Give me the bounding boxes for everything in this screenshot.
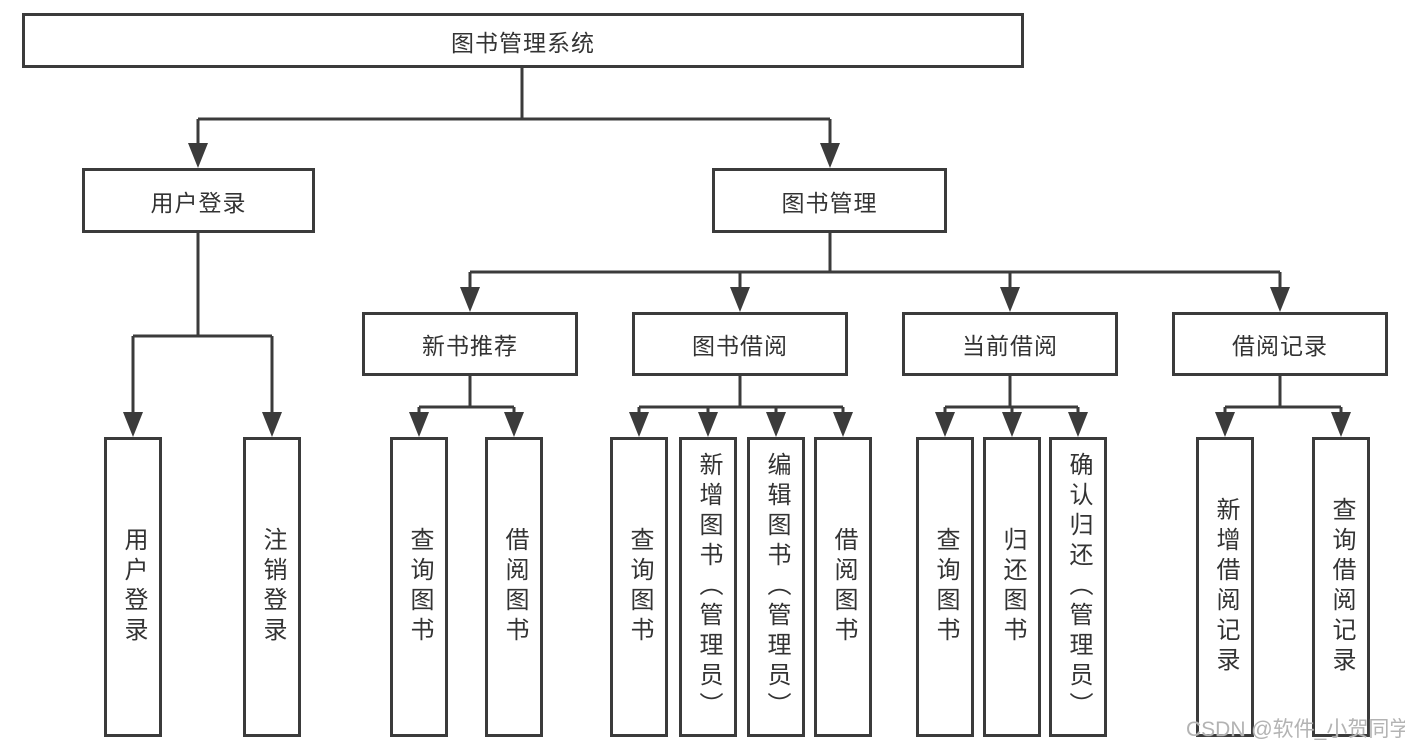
node-current-borrow: 当前借阅: [902, 312, 1118, 376]
leaf-return-books: 归还图书: [983, 437, 1041, 737]
leaf-user-login: 用户登录: [104, 437, 162, 737]
leaf-logout: 注销登录: [243, 437, 301, 737]
node-book-borrow: 图书借阅: [632, 312, 848, 376]
leaf-label: 新增借阅记录: [1212, 497, 1239, 677]
node-book-management: 图书管理: [712, 168, 947, 233]
leaf-label: 查询图书: [406, 527, 433, 647]
leaf-add-borrow-record: 新增借阅记录: [1196, 437, 1254, 737]
leaf-label: 编辑图书（管理员）: [763, 452, 790, 722]
node-user-login: 用户登录: [82, 168, 315, 233]
leaf-confirm-return-admin: 确认归还（管理员）: [1049, 437, 1107, 737]
arrowheads: [123, 143, 1351, 437]
leaf-label: 查询图书: [932, 527, 959, 647]
leaf-borrow-books-recommend: 借阅图书: [485, 437, 543, 737]
leaf-borrow-books: 借阅图书: [814, 437, 872, 737]
leaf-query-books-current: 查询图书: [916, 437, 974, 737]
csdn-watermark: CSDN @软件_小贺同学: [1186, 718, 1405, 741]
leaf-label: 归还图书: [999, 527, 1026, 647]
leaf-query-books-recommend: 查询图书: [390, 437, 448, 737]
node-root: 图书管理系统: [22, 13, 1024, 68]
node-borrow-records: 借阅记录: [1172, 312, 1388, 376]
leaf-label: 新增图书（管理员）: [695, 452, 722, 722]
leaf-label: 借阅图书: [501, 527, 528, 647]
leaf-query-books-borrow: 查询图书: [610, 437, 668, 737]
leaf-label: 确认归还（管理员）: [1065, 452, 1092, 722]
leaf-label: 查询借阅记录: [1328, 497, 1355, 677]
leaf-label: 用户登录: [120, 527, 147, 647]
leaf-label: 借阅图书: [830, 527, 857, 647]
leaf-add-books-admin: 新增图书（管理员）: [679, 437, 737, 737]
leaf-edit-books-admin: 编辑图书（管理员）: [747, 437, 805, 737]
leaf-label: 查询图书: [626, 527, 653, 647]
leaf-query-borrow-record: 查询借阅记录: [1312, 437, 1370, 737]
leaf-label: 注销登录: [259, 527, 286, 647]
node-new-book-recommend: 新书推荐: [362, 312, 578, 376]
